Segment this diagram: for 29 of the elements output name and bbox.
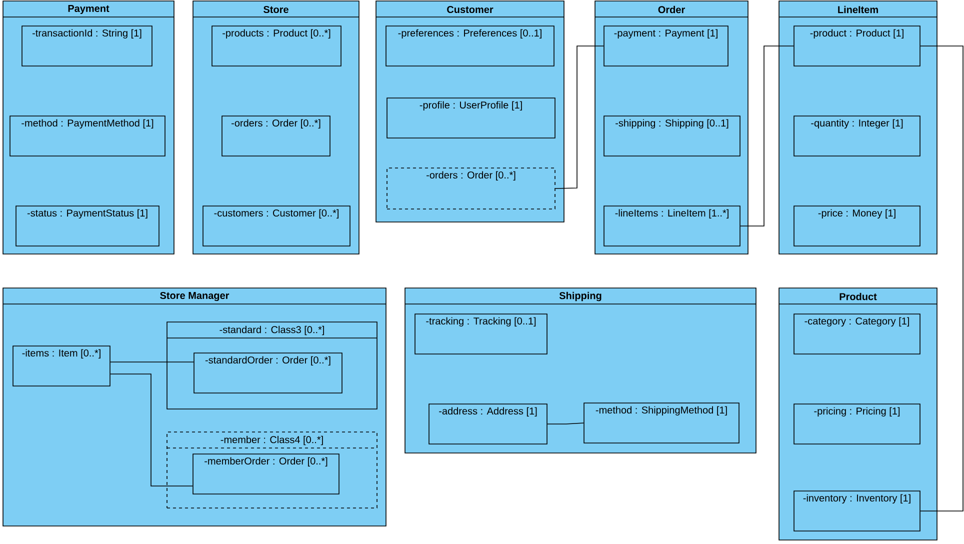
attribute-box: -address : Address [1]: [428, 404, 548, 444]
connector-line: [547, 422, 584, 424]
attribute-box: -product : Product [1]: [794, 26, 920, 66]
attribute-box: -transactionId : String [1]: [22, 26, 152, 66]
attribute-box: -orders : Order [0..*]: [222, 116, 330, 156]
attribute-box: -method : ShippingMethod [1]: [584, 402, 740, 444]
attribute-box: -preferences : Preferences [0..1]: [386, 26, 554, 66]
attribute-box: -profile : UserProfile [1]: [386, 98, 556, 138]
attribute-box: -shipping : Shipping [0..1]: [604, 116, 740, 156]
attribute-box: -products : Product [0..*]: [212, 26, 342, 66]
attribute-box: -status : PaymentStatus [1]: [16, 206, 160, 246]
attribute-box: -pricing : Pricing [1]: [794, 404, 920, 444]
connector-line: [555, 46, 604, 189]
attribute-box: -method : PaymentMethod [1]: [10, 116, 166, 156]
attribute-box: -standardOrder : Order [0..*]: [194, 352, 342, 394]
attribute-box: -orders : Order [0..*]: [386, 168, 556, 210]
attribute-box: -payment : Payment [1]: [604, 26, 728, 66]
attribute-box: -lineItems : LineItem [1..*]: [604, 206, 740, 246]
attribute-box: -memberOrder : Order [0..*]: [192, 454, 340, 494]
attribute-box: -tracking : Tracking [0..1]: [414, 314, 548, 354]
attribute-box: -items : Item [0..*]: [12, 346, 110, 386]
attribute-box: -price : Money [1]: [794, 206, 920, 246]
attribute-box: -customers : Customer [0..*]: [202, 206, 350, 246]
attribute-box: -inventory : Inventory [1]: [794, 490, 920, 532]
connector-line: [110, 374, 193, 486]
connector-line: [920, 46, 964, 512]
connector-line: [740, 46, 794, 226]
attribute-box: -quantity : Integer [1]: [794, 116, 920, 156]
attribute-box: -category : Category [1]: [794, 314, 920, 354]
